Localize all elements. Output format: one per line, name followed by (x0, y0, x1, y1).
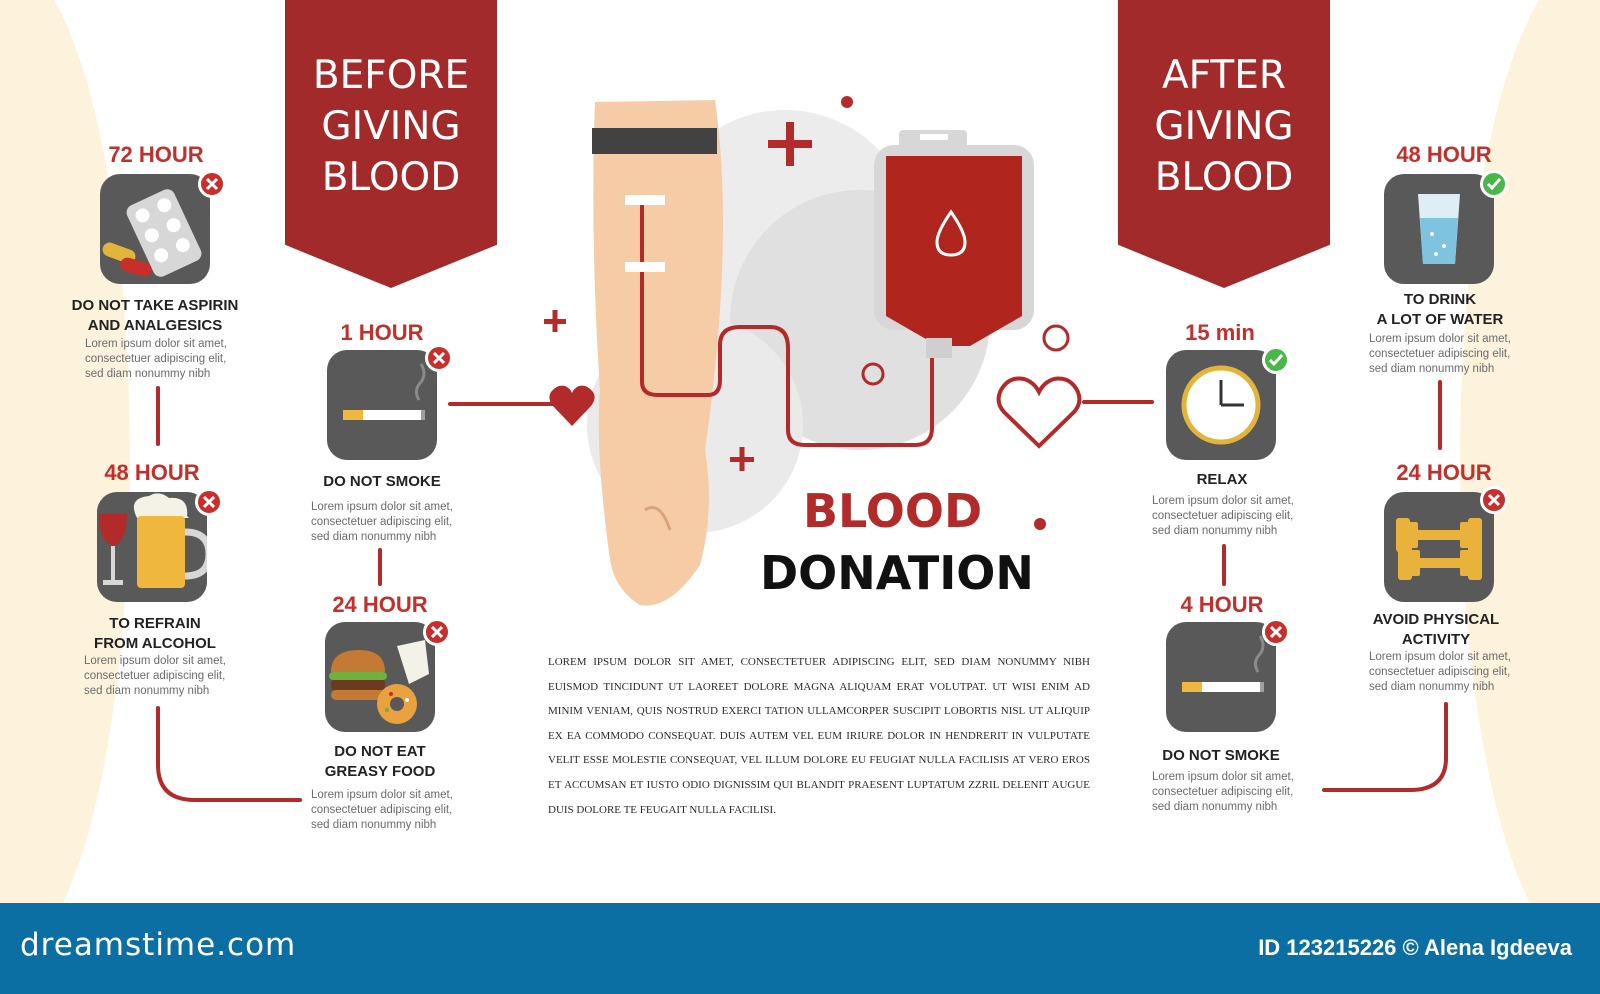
step-description: Lorem ipsum dolor sit amet, consectetuer… (1369, 333, 1511, 375)
step-title: TO REFRAIN FROM ALCOHOL (94, 615, 216, 652)
before-banner-title: BEFORE GIVING BLOOD (312, 53, 470, 200)
fast-food-icon (329, 640, 429, 724)
allowed-badge (1480, 170, 1508, 198)
step-description: Lorem ipsum dolor sit amet, consectetuer… (1152, 771, 1294, 813)
step-time: 1 HOUR (340, 320, 424, 345)
step-title: DO NOT TAKE ASPIRIN AND ANALGESICS (71, 297, 239, 334)
dot-decoration (841, 96, 853, 108)
after-giving-blood-banner: AFTER GIVING BLOOD (1118, 0, 1330, 288)
step-icon-box (325, 622, 435, 732)
alcohol-icon (99, 493, 207, 588)
step-time: 24 HOUR (1396, 460, 1492, 485)
footer-logo: dreamstime.com (20, 927, 297, 963)
not-allowed-badge (1262, 618, 1290, 646)
ring-decoration (861, 362, 885, 386)
step-description: Lorem ipsum dolor sit amet, consectetuer… (311, 789, 453, 831)
step-time: 24 HOUR (332, 592, 428, 617)
step-time: 4 HOUR (1180, 592, 1264, 617)
after-banner-title: AFTER GIVING BLOOD (1154, 53, 1294, 200)
blood-bag (886, 156, 1022, 346)
tourniquet-band (592, 128, 717, 154)
step-description: Lorem ipsum dolor sit amet, consectetuer… (1369, 651, 1511, 693)
step-title: DO NOT SMOKE (1162, 747, 1280, 764)
body-paragraph: Lorem ipsum dolor sit amet, consectetuer… (548, 656, 1090, 816)
blood-drop-icon (935, 209, 967, 257)
iv-tube (640, 195, 934, 447)
step-description: Lorem ipsum dolor sit amet, consectetuer… (311, 501, 453, 543)
not-allowed-badge (425, 344, 453, 372)
step-title: DO NOT SMOKE (323, 473, 441, 490)
step-time: 15 min (1185, 320, 1255, 345)
not-allowed-badge (1480, 486, 1508, 514)
step-icon-box (100, 174, 210, 284)
allowed-badge (1262, 346, 1290, 374)
step-title: AVOID PHYSICAL ACTIVITY (1372, 611, 1500, 648)
step-time: 72 HOUR (108, 142, 204, 167)
blood-bag-port (926, 338, 952, 358)
step-icon-box (97, 492, 207, 602)
arm-shape (593, 100, 723, 606)
step-icon-box (1166, 350, 1276, 460)
water-glass-icon (1418, 194, 1460, 264)
plus-decoration (544, 122, 812, 471)
cigarette-icon (343, 363, 426, 420)
not-allowed-badge (195, 488, 223, 516)
filled-heart-icon (549, 385, 595, 426)
step-icon-box (1384, 492, 1494, 602)
not-allowed-badge (423, 618, 451, 646)
headline-donation: DONATION (760, 546, 1034, 600)
pills-icon (102, 189, 202, 277)
step-title: TO DRINK A LOT OF WATER (1376, 291, 1504, 328)
step-description: Lorem ipsum dolor sit amet, consectetuer… (84, 655, 226, 697)
dumbbell-icon (1396, 518, 1482, 580)
step-description: Lorem ipsum dolor sit amet, consectetuer… (1152, 495, 1294, 537)
outline-heart-icon (996, 376, 1082, 449)
iv-tape (625, 262, 665, 272)
iv-tape (625, 195, 665, 205)
ring-decoration (1042, 324, 1070, 352)
headline-blood: BLOOD (803, 484, 983, 538)
step-description: Lorem ipsum dolor sit amet, consectetuer… (85, 338, 227, 380)
footer-bar: dreamstime.com ID 123215226 © Alena Igde… (0, 903, 1600, 994)
step-time: 48 HOUR (104, 460, 200, 485)
step-icon-box (1166, 622, 1276, 732)
clock-icon (1181, 365, 1261, 445)
step-icon-box (327, 350, 437, 460)
footer-credit: ID 123215226 © Alena Igdeeva (1258, 935, 1572, 960)
before-giving-blood-banner: BEFORE GIVING BLOOD (285, 0, 497, 288)
step-title: RELAX (1196, 471, 1248, 488)
cigarette-icon (1182, 635, 1265, 692)
step-time: 48 HOUR (1396, 142, 1492, 167)
step-title: DO NOT EAT GREASY FOOD (324, 743, 436, 780)
blood-donation-illustration (544, 96, 1070, 606)
step-icon-box (1384, 174, 1494, 284)
dot-decoration (1034, 518, 1046, 530)
not-allowed-badge (198, 170, 226, 198)
